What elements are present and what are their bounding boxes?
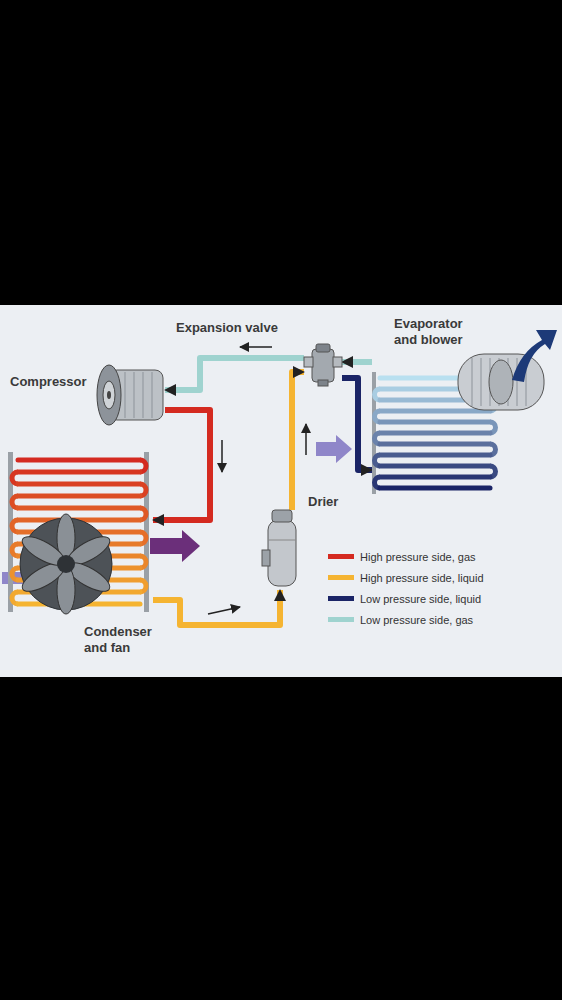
legend-swatch [328, 596, 354, 601]
legend: High pressure side, gasHigh pressure sid… [328, 546, 484, 630]
refrigerant-pipe [153, 410, 210, 520]
legend-text: High pressure side, liquid [360, 572, 484, 584]
condenser-fan-drawing [8, 452, 153, 617]
compressor-drawing [95, 362, 165, 428]
compressor: Compressor [95, 362, 165, 428]
condenser-fan: Condenser and fan [8, 452, 153, 617]
part-label: Compressor [10, 374, 87, 390]
legend-row: High pressure side, liquid [328, 567, 484, 588]
legend-row: Low pressure side, gas [328, 609, 484, 630]
legend-swatch [328, 617, 354, 622]
refrigerant-pipe [165, 358, 304, 390]
drier: Drier [262, 510, 302, 590]
legend-text: High pressure side, gas [360, 551, 476, 563]
flow-direction-arrow [208, 607, 240, 614]
legend-swatch [328, 554, 354, 559]
expansion-valve-drawing [304, 344, 342, 386]
legend-swatch [328, 575, 354, 580]
drier-drawing [262, 510, 302, 590]
airflow-arrow [316, 435, 352, 463]
part-label: Drier [308, 494, 338, 510]
legend-text: Low pressure side, liquid [360, 593, 481, 605]
flow-direction-arrow [221, 440, 223, 472]
expansion-valve: Expansion valve [304, 344, 342, 386]
legend-text: Low pressure side, gas [360, 614, 473, 626]
refrigerant-pipe [292, 372, 304, 510]
airflow-arrow [150, 530, 200, 562]
part-label: Evaporator and blower [394, 316, 479, 348]
flow-direction-arrow [240, 346, 272, 348]
part-label: Condenser and fan [84, 624, 164, 656]
legend-row: High pressure side, gas [328, 546, 484, 567]
flow-direction-arrow [305, 424, 307, 455]
legend-row: Low pressure side, liquid [328, 588, 484, 609]
refrigerant-pipe [342, 378, 372, 470]
evaporator-blower-drawing [372, 350, 550, 500]
refrigerant-pipe [153, 590, 280, 625]
part-label: Expansion valve [176, 320, 278, 336]
refrigerant-pipe [342, 359, 372, 365]
evaporator-blower: Evaporator and blower [372, 350, 550, 500]
